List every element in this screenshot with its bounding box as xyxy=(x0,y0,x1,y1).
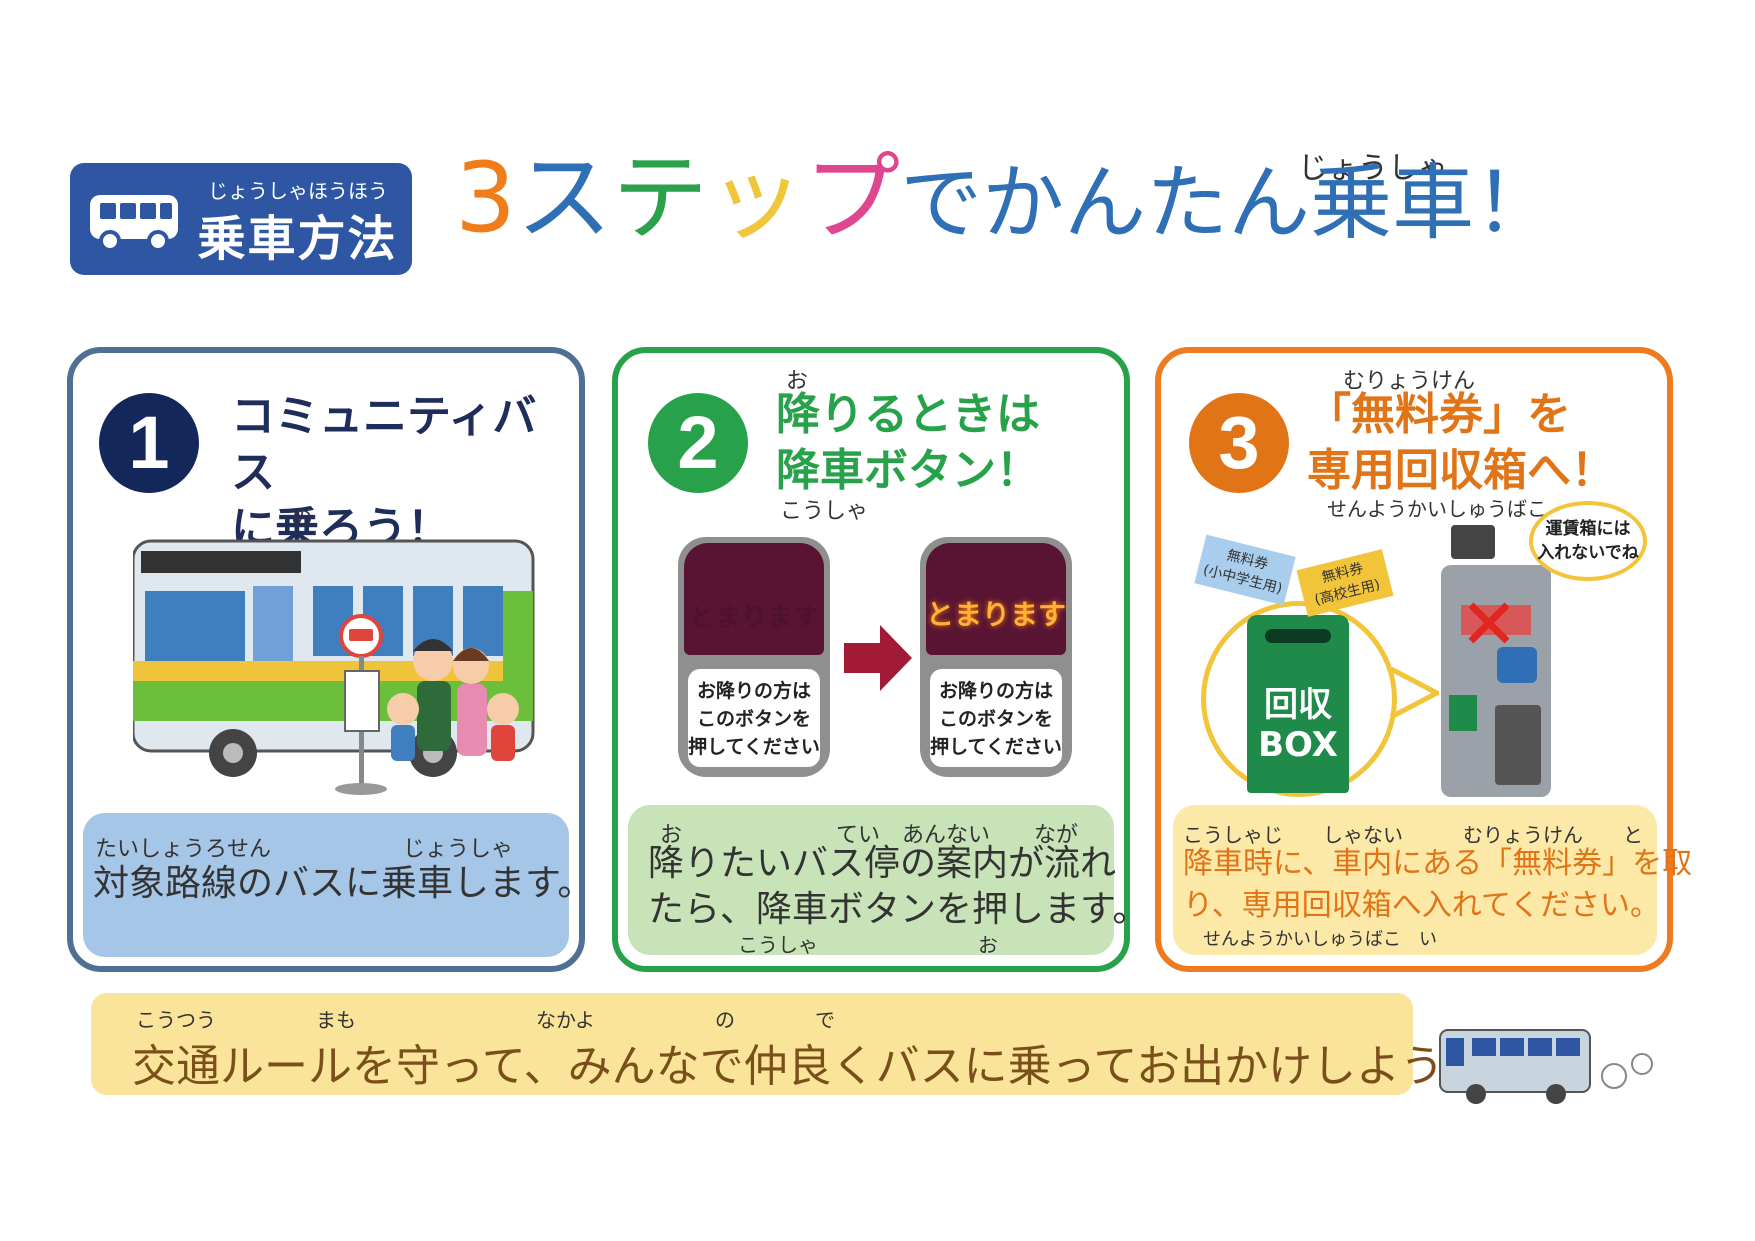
step-3-title-ruby-bottom: せんようかいしゅうばこ xyxy=(1327,497,1547,521)
stop-button-off-line2: このボタンを xyxy=(696,708,811,730)
step-3-description-ruby-top: こうしゃじ しゃない むりょうけん と xyxy=(1183,823,1643,847)
step-2-description: 降りたいバス停の案内が流れ たら、降車ボタンを押します。 xyxy=(648,841,1148,933)
step-3-number: 3 xyxy=(1189,393,1289,493)
step-3-panel: 3 むりょうけん 「無料券」を 専用回収箱へ！ せんようかいしゅうばこ 回収 B… xyxy=(1155,347,1692,972)
stop-button-off-line1: お降りの方は xyxy=(696,680,811,702)
bus-icon xyxy=(90,195,178,252)
collection-box-label-line1: 回収 xyxy=(1264,685,1332,725)
badge-ruby: じょうしゃほうほう xyxy=(208,179,388,203)
badge-title: 乗車方法 xyxy=(197,211,398,267)
step-2-description-line2: たら、降車ボタンを押します。 xyxy=(648,889,1149,930)
stop-button-on-line2: このボタンを xyxy=(938,708,1053,730)
step-1-description: 対象路線のバスに乗車します。 xyxy=(93,863,594,904)
step-3-description-line1: 降車時に、車内にある「無料券」を取 xyxy=(1183,846,1693,881)
headline-char-su: ス xyxy=(516,142,613,254)
method-badge: じょうしゃほうほう 乗車方法 xyxy=(70,163,412,275)
step-2-description-line1: 降りたいバス停の案内が流れ xyxy=(648,843,1117,884)
headline-char-te: テ xyxy=(612,142,709,254)
zoom-circle xyxy=(1201,601,1397,797)
collection-box-label-line2: BOX xyxy=(1258,725,1338,765)
step-3-title-line2: 専用回収箱へ！ xyxy=(1307,445,1615,496)
step-3-description-box xyxy=(1173,805,1657,955)
stop-button-on-lit: とまります xyxy=(926,598,1067,631)
step-3-description-ruby-bottom: せんようかいしゅうばこ い xyxy=(1203,929,1437,950)
headline-char-pu: プ xyxy=(804,142,901,254)
stop-button-off-label: お降りの方は このボタンを 押してください xyxy=(688,669,820,767)
stop-button-on: とまります お降りの方は このボタンを 押してください xyxy=(920,537,1072,777)
footer-banner xyxy=(91,993,1413,1095)
headline: 3ステップでかんたん乗車！ xyxy=(455,150,1556,246)
cross-mark-icon xyxy=(1468,602,1510,644)
step-2-title-line2: 降車ボタン！ xyxy=(776,445,1040,496)
warning-bubble: 運賃箱には 入れないでね xyxy=(1529,501,1647,581)
stop-button-on-line3: 押してください xyxy=(930,736,1062,758)
warning-bubble-line2: 入れないでね xyxy=(1537,543,1639,563)
step-1-description-ruby: たいしょうろせん じょうしゃ xyxy=(95,837,514,862)
headline-char-tsu: ッ xyxy=(708,142,805,254)
step-2-description-box xyxy=(628,805,1114,955)
headline-rest: でかんたん乗車！ xyxy=(900,156,1557,251)
step-2-panel: 2 お 降りるときは 降車ボタン！ こうしゃ とまります お降りの方は このボタ… xyxy=(612,347,1148,972)
step-1-panel: 1 コミュニティバス に乗ろう！ の xyxy=(67,347,593,972)
stop-button-off-lit: とまります xyxy=(688,603,819,633)
stop-button-off: とまります お降りの方は このボタンを 押してください xyxy=(678,537,830,777)
small-bus-icon xyxy=(1439,1029,1653,1104)
fare-machine xyxy=(1441,525,1551,797)
step-3-title-line1: 「無料券」を xyxy=(1307,389,1571,440)
warning-bubble-line1: 運賃箱には xyxy=(1545,519,1631,539)
bus-illustration xyxy=(133,539,535,795)
step-3-title: 「無料券」を 専用回収箱へ！ xyxy=(1307,387,1615,499)
footer-message: 交通ルールを守って、みんなで仲良くバスに乗ってお出かけしよう！ xyxy=(132,1041,1489,1092)
step-1-number: 1 xyxy=(99,393,199,493)
headline-ruby: じょうしゃ xyxy=(1298,151,1448,186)
ticket-yellow: 無料券 (高校生用) xyxy=(1296,549,1394,617)
stop-button-on-label: お降りの方は このボタンを 押してください xyxy=(930,669,1062,767)
step-1-title-line1: コミュニティバス xyxy=(231,391,537,498)
step-1-description-box xyxy=(83,813,569,957)
step-3-title-ruby-top: むりょうけん xyxy=(1343,369,1476,394)
step-2-number: 2 xyxy=(648,393,748,493)
stop-button-off-line3: 押してください xyxy=(688,736,820,758)
step-2-title-ruby-bottom: こうしゃ xyxy=(780,499,869,524)
step-3-description: 降車時に、車内にある「無料券」を取 り、専用回収箱へ入れてください。 xyxy=(1183,843,1692,927)
stop-button-on-line1: お降りの方は xyxy=(938,680,1053,702)
collection-box: 回収 BOX xyxy=(1247,615,1349,793)
step-1-title-ruby: の xyxy=(291,507,314,532)
step-2-title-line1: 降りるときは xyxy=(776,389,1040,440)
callout-pointer xyxy=(1389,666,1439,720)
arrow-right-icon xyxy=(844,625,912,691)
step-2-description-ruby-top: お てい あんない なが xyxy=(660,823,1079,848)
headline-char-3: 3 xyxy=(455,142,517,254)
step-2-description-ruby-bottom: こうしゃ お xyxy=(738,933,998,957)
step-2-title-ruby-top: お xyxy=(786,369,809,394)
step-2-title: 降りるときは 降車ボタン！ xyxy=(776,387,1040,499)
collection-box-label: 回収 BOX xyxy=(1247,685,1349,765)
ticket-blue: 無料券 (小中学生用) xyxy=(1194,534,1296,606)
step-3-description-line2: り、専用回収箱へ入れてください。 xyxy=(1183,888,1660,923)
footer-ruby: こうつう まも なかよ の で xyxy=(136,1008,835,1032)
